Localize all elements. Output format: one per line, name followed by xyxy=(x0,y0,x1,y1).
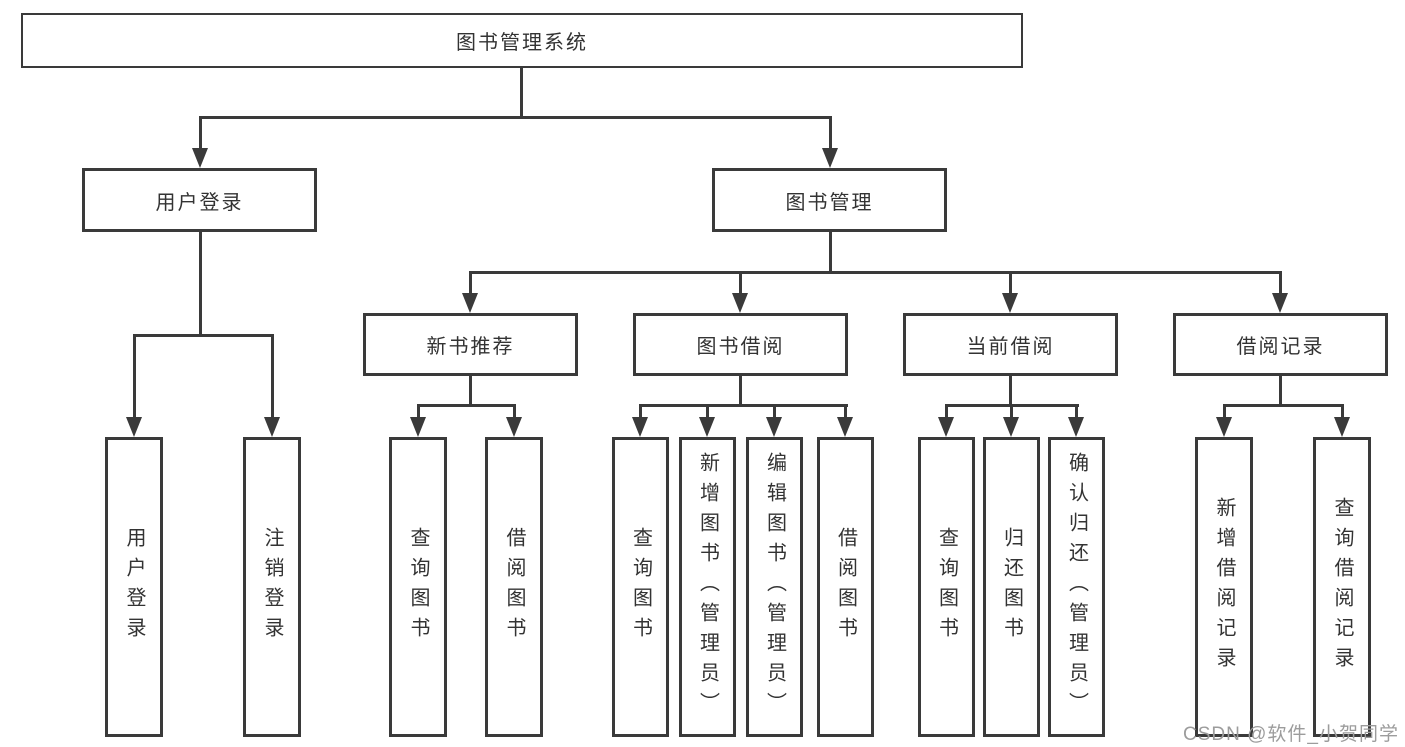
connector-bar xyxy=(417,404,516,407)
connector-level2-bar xyxy=(199,116,832,119)
connector-stem xyxy=(271,334,274,420)
connector-stem xyxy=(199,116,202,152)
connector-stem xyxy=(773,404,776,421)
connector-book-mgmt-trunk xyxy=(829,232,832,274)
arrow-down-icon xyxy=(1002,293,1018,313)
connector-stem xyxy=(1279,271,1282,297)
connector-stem xyxy=(469,271,472,297)
connector-stem xyxy=(1223,404,1226,421)
connector-stem xyxy=(945,404,948,421)
leaf-return-books: 归还图书 xyxy=(983,437,1040,737)
arrow-down-icon xyxy=(632,417,648,437)
arrow-down-icon xyxy=(1334,417,1350,437)
arrow-down-icon xyxy=(126,417,142,437)
leaf-query-borrow-record: 查询借阅记录 xyxy=(1313,437,1371,737)
leaf-borrow-books: 借阅图书 xyxy=(817,437,874,737)
connector-user-login-trunk xyxy=(199,232,202,336)
arrow-down-icon xyxy=(1003,417,1019,437)
leaf-user-login: 用户登录 xyxy=(105,437,163,737)
connector-stem xyxy=(829,116,832,152)
connector-trunk xyxy=(1009,376,1012,407)
connector-trunk xyxy=(469,376,472,407)
node-current-borrowing: 当前借阅 xyxy=(903,313,1118,376)
arrow-down-icon xyxy=(1272,293,1288,313)
arrow-down-icon xyxy=(264,417,280,437)
connector-stem xyxy=(639,404,642,421)
connector-bar xyxy=(639,404,848,407)
node-book-borrowing: 图书借阅 xyxy=(633,313,848,376)
connector-trunk xyxy=(739,376,742,407)
arrow-down-icon xyxy=(410,417,426,437)
connector-stem xyxy=(1075,404,1078,421)
arrow-down-icon xyxy=(822,148,838,168)
arrow-down-icon xyxy=(192,148,208,168)
connector-root-trunk xyxy=(520,68,523,118)
connector-trunk xyxy=(1279,376,1282,407)
leaf-add-books-admin: 新增图书（管理员） xyxy=(679,437,736,737)
connector-stem xyxy=(706,404,709,421)
connector-stem xyxy=(1009,271,1012,297)
arrow-down-icon xyxy=(732,293,748,313)
arrow-down-icon xyxy=(462,293,478,313)
arrow-down-icon xyxy=(837,417,853,437)
connector-bar xyxy=(1223,404,1344,407)
node-book-management: 图书管理 xyxy=(712,168,947,232)
arrow-down-icon xyxy=(506,417,522,437)
leaf-add-borrow-record: 新增借阅记录 xyxy=(1195,437,1253,737)
connector-stem xyxy=(1010,404,1013,421)
connector-stem xyxy=(513,404,516,421)
leaf-query-books-current: 查询图书 xyxy=(918,437,975,737)
connector-stem xyxy=(1341,404,1344,421)
leaf-query-books-borrowing: 查询图书 xyxy=(612,437,669,737)
connector-stem xyxy=(844,404,847,421)
leaf-confirm-return-admin: 确认归还（管理员） xyxy=(1048,437,1105,737)
node-borrowing-records: 借阅记录 xyxy=(1173,313,1388,376)
arrow-down-icon xyxy=(699,417,715,437)
watermark-text: CSDN @软件_小贺同学 xyxy=(1183,724,1399,745)
leaf-borrow-books-recommend: 借阅图书 xyxy=(485,437,543,737)
arrow-down-icon xyxy=(1068,417,1084,437)
connector-stem xyxy=(417,404,420,421)
leaf-logout: 注销登录 xyxy=(243,437,301,737)
arrow-down-icon xyxy=(1216,417,1232,437)
connector-stem xyxy=(739,271,742,297)
leaf-query-books-recommend: 查询图书 xyxy=(389,437,447,737)
arrow-down-icon xyxy=(938,417,954,437)
arrow-down-icon xyxy=(766,417,782,437)
node-user-login: 用户登录 xyxy=(82,168,317,232)
node-new-book-recommend: 新书推荐 xyxy=(363,313,578,376)
connector-level3-bar xyxy=(469,271,1282,274)
connector-user-login-bar xyxy=(133,334,274,337)
node-library-system: 图书管理系统 xyxy=(21,13,1023,68)
connector-stem xyxy=(133,334,136,420)
leaf-edit-books-admin: 编辑图书（管理员） xyxy=(746,437,803,737)
